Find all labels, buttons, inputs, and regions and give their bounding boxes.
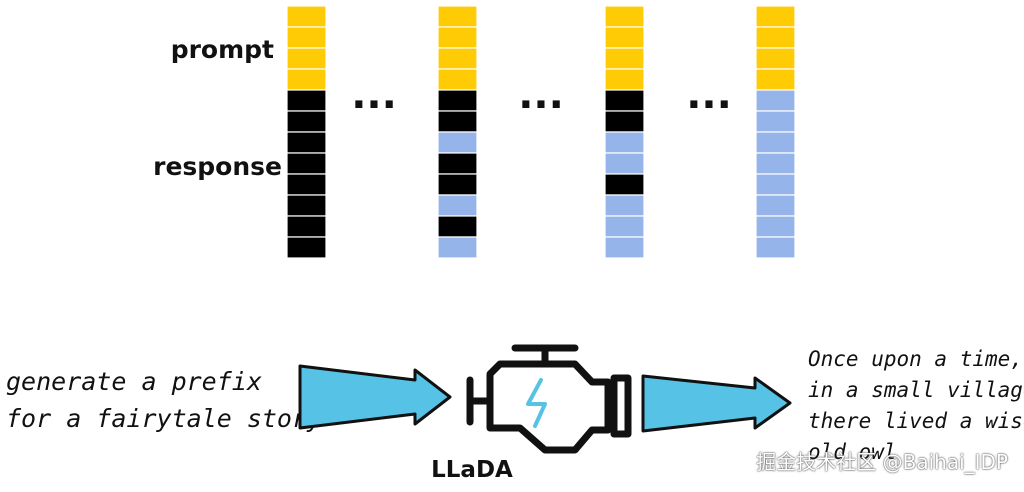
token-cell-masked [286, 110, 327, 133]
engine-icon [466, 344, 632, 454]
token-cell-prompt [604, 26, 645, 49]
token-cell-unmasked [755, 194, 796, 217]
token-cell-masked [286, 152, 327, 175]
token-cell-unmasked [755, 173, 796, 196]
engine-label: LLaDA [431, 457, 513, 483]
token-cell-unmasked [604, 194, 645, 217]
token-cell-prompt [286, 68, 327, 91]
token-cell-unmasked [755, 110, 796, 133]
ellipsis-2: ... [518, 72, 564, 118]
token-cell-masked [286, 131, 327, 154]
token-cell-unmasked [437, 236, 478, 259]
token-cell-unmasked [755, 89, 796, 112]
token-cell-masked [604, 110, 645, 133]
token-cell-unmasked [604, 131, 645, 154]
output-line-3: there lived a wise [808, 409, 1024, 433]
token-cell-unmasked [604, 236, 645, 259]
token-cell-masked [437, 89, 478, 112]
token-cell-masked [437, 173, 478, 196]
token-cell-prompt [437, 47, 478, 70]
token-cell-unmasked [755, 215, 796, 238]
token-cell-prompt [437, 26, 478, 49]
token-cell-unmasked [755, 152, 796, 175]
token-column-step-2 [437, 5, 478, 259]
token-cell-masked [437, 110, 478, 133]
token-cell-masked [286, 194, 327, 217]
token-column-step-3 [604, 5, 645, 259]
token-cell-unmasked [755, 131, 796, 154]
input-line-1: generate a prefix [6, 367, 262, 396]
token-column-step-1 [286, 5, 327, 259]
token-cell-prompt [604, 47, 645, 70]
ellipsis-3: ... [686, 72, 732, 118]
token-cell-masked [437, 215, 478, 238]
token-cell-masked [286, 215, 327, 238]
output-arrow-icon [641, 374, 792, 433]
token-cell-masked [286, 236, 327, 259]
token-cell-masked [286, 89, 327, 112]
token-cell-masked [437, 152, 478, 175]
token-cell-prompt [755, 47, 796, 70]
token-cell-prompt [437, 68, 478, 91]
token-cell-unmasked [604, 152, 645, 175]
input-line-2: for a fairytale story [6, 404, 322, 433]
token-column-step-4 [755, 5, 796, 259]
response-label: response [153, 152, 282, 181]
token-cell-masked [286, 173, 327, 196]
prompt-label: prompt [171, 35, 274, 64]
output-line-1: Once upon a time, [808, 347, 1023, 371]
token-cell-unmasked [437, 194, 478, 217]
token-cell-prompt [286, 5, 327, 28]
token-cell-prompt [755, 68, 796, 91]
token-cell-unmasked [755, 236, 796, 259]
output-line-2: in a small village, [808, 378, 1024, 402]
watermark: 掘金技术社区 @Baihai_IDP [756, 450, 1008, 474]
token-cell-prompt [755, 26, 796, 49]
token-cell-prompt [604, 68, 645, 91]
token-cell-prompt [604, 5, 645, 28]
token-cell-prompt [755, 5, 796, 28]
lightning-bolt-icon [526, 378, 547, 428]
ellipsis-1: ... [351, 72, 397, 118]
token-cell-prompt [286, 47, 327, 70]
token-cell-prompt [437, 5, 478, 28]
token-columns [286, 5, 796, 259]
token-cell-masked [604, 173, 645, 196]
token-cell-prompt [286, 26, 327, 49]
input-arrow-icon [298, 364, 452, 430]
token-cell-unmasked [604, 215, 645, 238]
token-cell-unmasked [437, 131, 478, 154]
output-line-4: old owl [808, 440, 897, 464]
token-cell-masked [604, 89, 645, 112]
